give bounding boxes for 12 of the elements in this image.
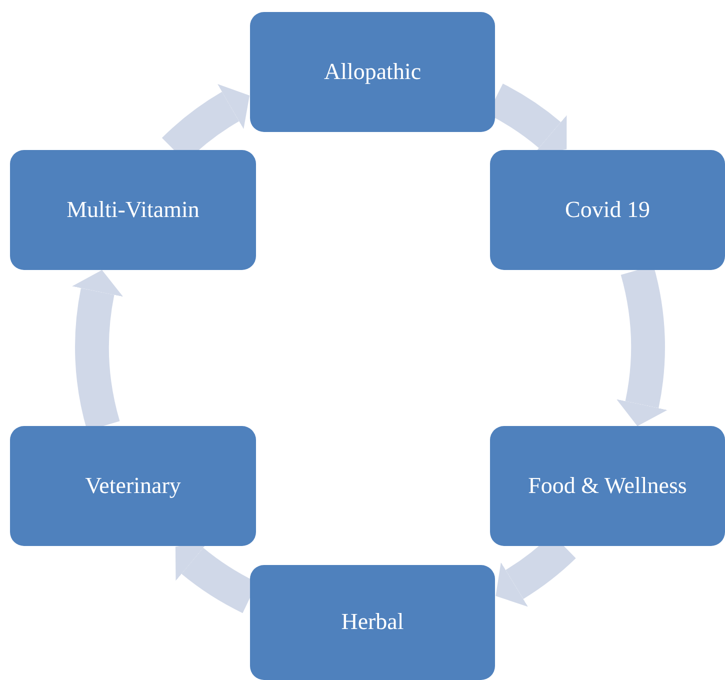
- category-label: Herbal: [341, 609, 404, 636]
- category-box: [10, 150, 256, 270]
- category-box: [10, 426, 256, 546]
- category-label: Covid 19: [565, 196, 650, 224]
- category-box: [490, 426, 725, 546]
- category-label: Multi-Vitamin: [66, 196, 200, 224]
- category-box: [250, 12, 495, 132]
- category-label: Veterinary: [85, 472, 181, 500]
- category-label: Allopathic: [324, 58, 422, 86]
- category-box: [250, 565, 495, 680]
- category-label: Food & Wellness: [528, 472, 687, 500]
- category-box: [490, 150, 725, 270]
